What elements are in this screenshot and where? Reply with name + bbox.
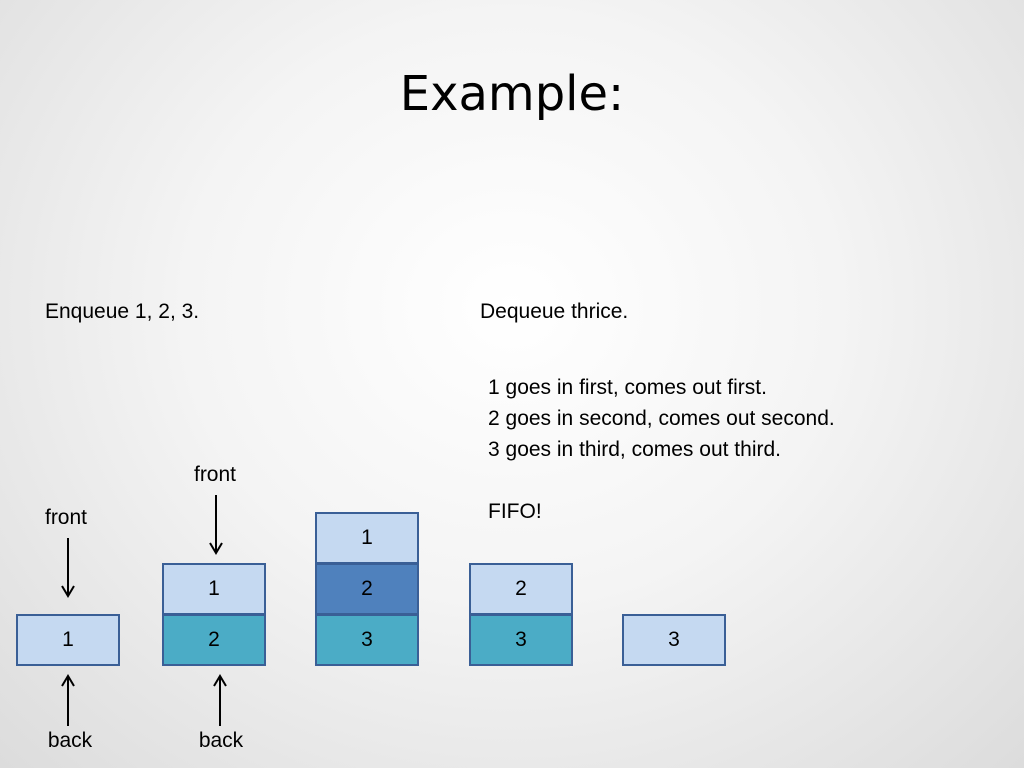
queue-5-cell-1: 3: [622, 614, 726, 666]
front-arrow-icon: [61, 538, 75, 598]
note-line: FIFO!: [488, 500, 542, 523]
explanation-notes: 1 goes in first, comes out first. 2 goes…: [488, 372, 835, 527]
dequeue-label: Dequeue thrice.: [480, 300, 629, 323]
queue-4-cell-2: 3: [469, 614, 573, 666]
note-line: 2 goes in second, comes out second.: [488, 407, 835, 430]
note-line: 1 goes in first, comes out first.: [488, 376, 767, 399]
queue-2-cell-1: 1: [162, 563, 266, 615]
enqueue-label: Enqueue 1, 2, 3.: [45, 300, 200, 323]
queue-3-cell-1: 1: [315, 512, 419, 564]
queue-3-cell-3: 3: [315, 614, 419, 666]
slide-title: Example:: [399, 66, 625, 122]
queue-1-cell-1: 1: [16, 614, 120, 666]
queue-3-cell-2: 2: [315, 563, 419, 615]
back-arrow-icon: [61, 674, 75, 726]
back-pointer-label: back: [47, 729, 93, 752]
queue-2-cell-2: 2: [162, 614, 266, 666]
front-arrow-icon: [209, 495, 223, 555]
queue-4-cell-1: 2: [469, 563, 573, 615]
back-pointer-label: back: [198, 729, 244, 752]
note-line: [488, 465, 835, 496]
back-arrow-icon: [213, 674, 227, 726]
note-line: 3 goes in third, comes out third.: [488, 438, 781, 461]
front-pointer-label: front: [193, 463, 237, 486]
front-pointer-label: front: [44, 506, 88, 529]
